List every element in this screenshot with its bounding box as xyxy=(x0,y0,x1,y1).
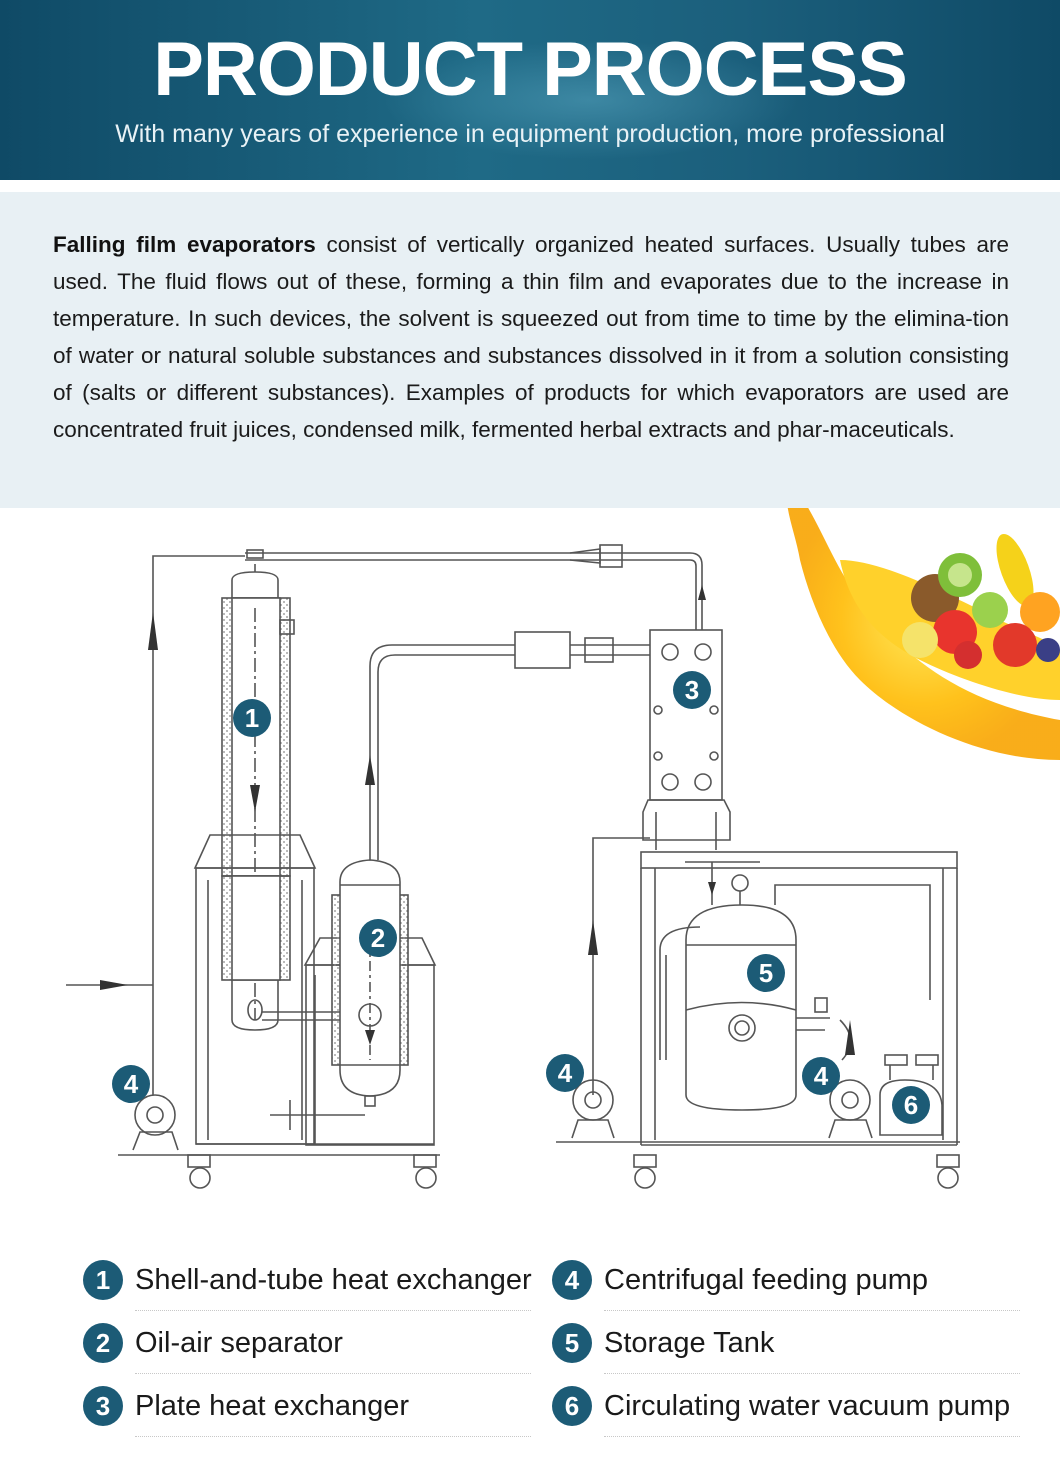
callout-4-left: 4 xyxy=(112,1065,150,1103)
callout-4-middle: 4 xyxy=(546,1054,584,1092)
callout-6: 6 xyxy=(892,1086,930,1124)
legend-item-4: 4 Centrifugal feeding pump xyxy=(552,1260,1020,1311)
legend-label: Centrifugal feeding pump xyxy=(604,1264,929,1296)
description-body: consist of vertically organized heated s… xyxy=(53,232,1009,442)
callout-2: 2 xyxy=(359,919,397,957)
description-text: Falling film evaporators consist of vert… xyxy=(53,226,1009,448)
svg-text:4: 4 xyxy=(124,1069,139,1099)
svg-text:1: 1 xyxy=(245,703,259,733)
legend-item-1: 1 Shell-and-tube heat exchanger xyxy=(83,1260,532,1311)
legend-item-6: 6 Circulating water vacuum pump xyxy=(552,1386,1020,1437)
svg-text:3: 3 xyxy=(685,675,699,705)
page-subtitle: With many years of experience in equipme… xyxy=(115,120,945,148)
legend-badge: 5 xyxy=(552,1323,592,1363)
description-lead: Falling film evaporators xyxy=(53,232,316,257)
legend-badge: 2 xyxy=(83,1323,123,1363)
callout-5: 5 xyxy=(747,954,785,992)
page-title: PRODUCT PROCESS xyxy=(153,27,908,112)
description-panel xyxy=(0,192,1060,508)
legend-label: Oil-air separator xyxy=(135,1327,343,1359)
legend-label: Storage Tank xyxy=(604,1327,775,1359)
svg-text:5: 5 xyxy=(759,958,773,988)
legend-label: Shell-and-tube heat exchanger xyxy=(135,1264,532,1296)
legend-badge: 4 xyxy=(552,1260,592,1300)
callout-3: 3 xyxy=(673,671,711,709)
svg-text:4: 4 xyxy=(558,1058,573,1088)
header-glow xyxy=(380,40,800,160)
process-diagram: 1 2 3 4 4 4 5 6 xyxy=(66,508,1060,1189)
svg-text:4: 4 xyxy=(814,1061,829,1091)
legend-item-2: 2 Oil-air separator xyxy=(83,1323,531,1374)
svg-text:6: 6 xyxy=(904,1090,918,1120)
legend-label: Circulating water vacuum pump xyxy=(604,1390,1011,1422)
legend-item-5: 5 Storage Tank xyxy=(552,1323,1020,1374)
header-banner: PRODUCT PROCESS With many years of exper… xyxy=(0,0,1060,180)
callout-1: 1 xyxy=(233,699,271,737)
legend-badge: 1 xyxy=(83,1260,123,1300)
fruit-splash-image xyxy=(787,508,1060,760)
legend-item-3: 3 Plate heat exchanger xyxy=(83,1386,531,1437)
legend-label: Plate heat exchanger xyxy=(135,1390,410,1422)
legend-badge: 3 xyxy=(83,1386,123,1426)
callout-4-right: 4 xyxy=(802,1057,840,1095)
legend-badge: 6 xyxy=(552,1386,592,1426)
svg-text:2: 2 xyxy=(371,923,385,953)
